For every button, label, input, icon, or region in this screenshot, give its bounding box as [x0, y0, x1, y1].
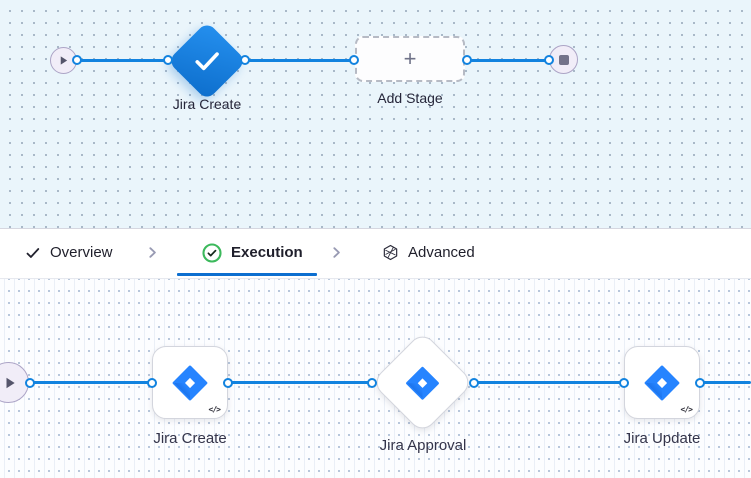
tab-label: Overview — [50, 244, 113, 261]
jira-icon — [172, 365, 208, 400]
tab-advanced[interactable]: Advanced — [382, 229, 475, 276]
check-circle-icon — [202, 242, 222, 263]
play-icon — [60, 56, 68, 65]
jira-icon — [644, 365, 680, 400]
stage-config-tabs: Overview Execution Advanced — [0, 228, 751, 278]
stage-label: Jira Create — [172, 96, 242, 112]
code-badge: </> — [680, 405, 693, 414]
connector-dot — [147, 378, 157, 388]
step-node-jira-approval[interactable] — [370, 330, 475, 435]
stage-node-jira-create[interactable] — [167, 21, 247, 101]
connector-line — [467, 59, 549, 62]
connector-dot — [544, 55, 554, 65]
connector-dot — [469, 378, 479, 388]
tab-label: Execution — [231, 244, 303, 261]
step-label: Jira Update — [623, 430, 701, 447]
connector-line — [245, 59, 355, 62]
play-icon — [6, 377, 15, 388]
check-icon — [189, 43, 225, 79]
connector-dot — [367, 378, 377, 388]
cube-icon — [383, 244, 398, 261]
connector-line — [474, 381, 625, 384]
plus-icon: + — [403, 46, 417, 71]
connector-dot — [240, 55, 250, 65]
connector-dot — [72, 55, 82, 65]
step-node-jira-create[interactable]: </> — [152, 346, 228, 419]
connector-dot — [25, 378, 35, 388]
step-node-jira-update[interactable]: </> — [624, 346, 700, 419]
chevron-right-icon — [146, 246, 159, 259]
connector-dot — [695, 378, 705, 388]
connector-dot — [349, 55, 359, 65]
connector-line — [700, 381, 751, 384]
step-label: Jira Create — [153, 430, 227, 447]
tab-execution[interactable]: Execution — [202, 229, 303, 276]
connector-line — [228, 381, 372, 384]
connector-dot — [462, 55, 472, 65]
add-stage-button[interactable]: + — [355, 36, 465, 82]
connector-line — [30, 381, 153, 384]
tab-label: Advanced — [408, 244, 475, 261]
stop-icon — [558, 54, 569, 65]
connector-dot — [223, 378, 233, 388]
execution-canvas[interactable]: </> Jira Create Jira Approval </> Jira — [0, 278, 751, 478]
code-badge: </> — [208, 405, 221, 414]
chevron-right-icon — [330, 246, 343, 259]
connector-line — [77, 59, 169, 62]
step-label: Jira Approval — [379, 437, 467, 454]
stage-canvas[interactable]: Jira Create + Add Stage — [0, 0, 751, 228]
connector-dot — [163, 55, 173, 65]
add-stage-label: Add Stage — [377, 90, 443, 106]
tab-overview[interactable]: Overview — [25, 229, 113, 276]
connector-dot — [619, 378, 629, 388]
jira-icon — [406, 366, 440, 400]
check-icon — [26, 247, 40, 258]
active-tab-underline — [177, 273, 317, 276]
